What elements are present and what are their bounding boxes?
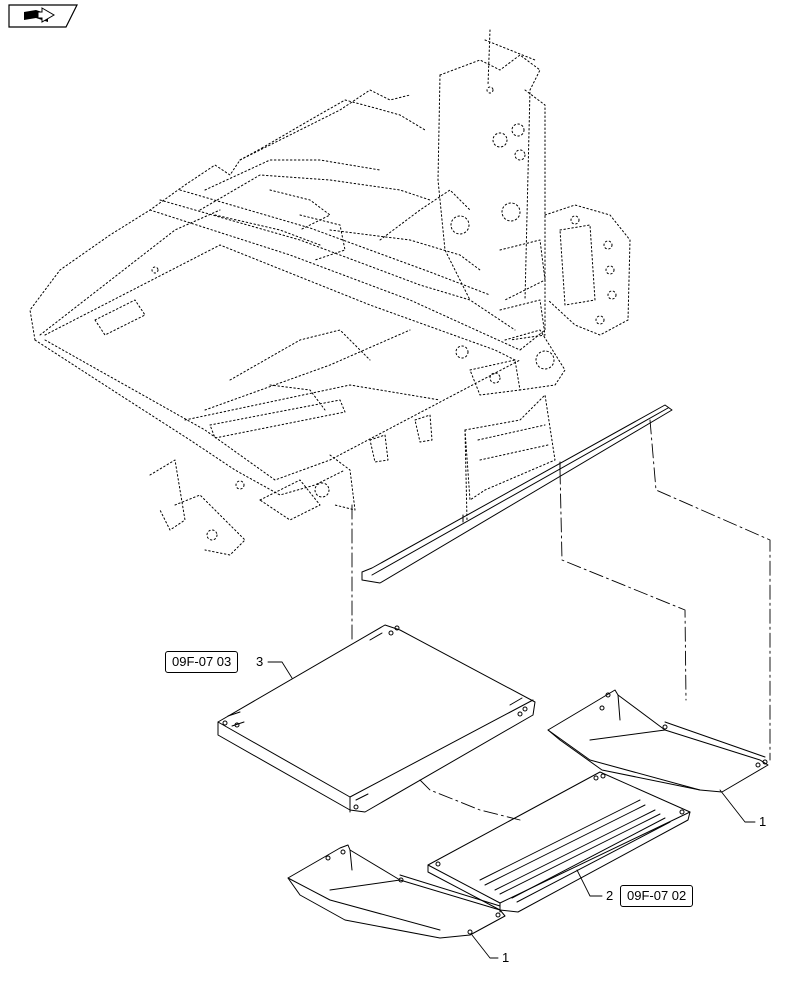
reference-box-09F-07-03[interactable]: 09F-07 03 [165,651,239,673]
callout-item-2: 2 [606,888,614,903]
center-plate-part-2[interactable] [427,771,691,913]
main-frame-assembly [29,29,631,556]
book-arrow-icon [24,7,55,23]
leader-lines [267,661,756,959]
nav-badge[interactable] [8,4,78,28]
assembly-lines [351,419,771,821]
callout-item-1-upper: 1 [759,814,767,829]
reference-box-09F-07-02[interactable]: 09F-07 02 [620,885,694,907]
cross-rail [361,404,673,584]
callout-item-1-lower: 1 [502,950,510,965]
callout-item-3: 3 [256,654,264,669]
shield-panel-part-1-lower[interactable] [287,844,506,939]
shield-panel-part-1-upper[interactable] [547,689,769,793]
floor-plate-part-3[interactable] [217,624,536,813]
